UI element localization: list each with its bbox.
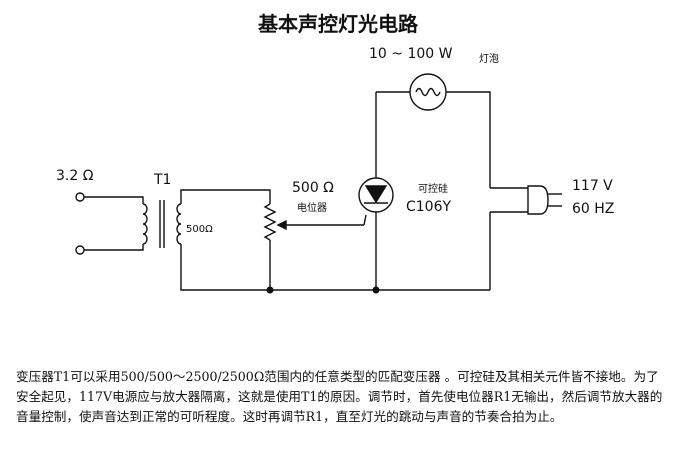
transformer-primary-coil — [143, 204, 147, 244]
transformer-secondary-label: 500Ω — [186, 224, 213, 235]
diagram-title: 基本声控灯光电路 — [258, 12, 418, 36]
wire-gate — [364, 215, 366, 225]
potentiometer-resistor — [265, 204, 275, 240]
lamp-power-label: 10 ~ 100 W — [369, 46, 453, 62]
mains-voltage-label: 117 V — [572, 178, 613, 194]
transformer-label: T1 — [154, 172, 172, 188]
scr-name-label: 可控硅 — [418, 184, 448, 195]
wire-secondary-top — [181, 190, 270, 204]
input-impedance-label: 3.2 Ω — [56, 168, 94, 184]
scr-triangle — [364, 185, 388, 204]
wire-input-bottom — [84, 244, 143, 250]
input-terminal-bottom — [76, 246, 84, 254]
transformer-secondary-coil — [177, 204, 181, 244]
scr-model-label: C106Y — [406, 199, 452, 215]
wire-secondary-bottom — [181, 244, 270, 290]
lamp-name-label: 灯泡 — [479, 54, 499, 65]
input-terminal-top — [76, 193, 84, 201]
junction-dot-scr — [372, 286, 380, 294]
plug-body — [528, 186, 548, 214]
junction-dot-pot — [266, 286, 274, 294]
description-text: 变压器T1可以采用500/500～2500/2500Ω范围内的任意类型的匹配变压… — [16, 369, 663, 424]
mains-frequency-label: 60 HZ — [572, 201, 615, 217]
pot-value-label: 500 Ω — [292, 180, 334, 196]
wiper-arrow — [276, 219, 287, 231]
lamp-bulb — [410, 74, 446, 110]
wire-lamp-right — [446, 92, 490, 188]
wire-input-top — [84, 197, 143, 204]
pot-name-label: 电位器 — [297, 203, 327, 214]
lamp-filament — [416, 89, 440, 96]
